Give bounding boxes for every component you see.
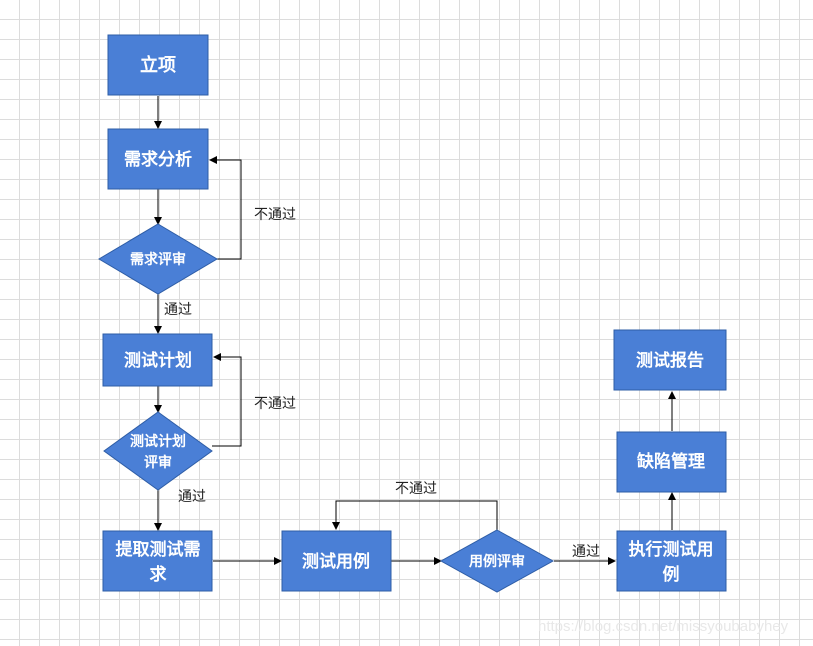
nodes xyxy=(98,34,727,593)
node-ceshi-jihua-pingshen xyxy=(103,411,213,491)
node-label-lixiang: 立项 xyxy=(140,54,176,76)
node-label-tiqu-xuqiu-line1: 提取测试需 xyxy=(116,539,201,560)
node-quexian-guanli xyxy=(616,431,727,493)
node-ceshi-jihua xyxy=(102,333,213,387)
node-yongli-pingshen xyxy=(439,529,555,593)
node-label-tiqu-xuqiu-line2: 求 xyxy=(150,564,167,585)
node-label-yongli-pingshen: 用例评审 xyxy=(469,553,525,570)
edge-label-reject-plan: 不通过 xyxy=(254,396,296,412)
node-ceshi-yongli xyxy=(281,530,392,592)
edge-label-reject-req: 不通过 xyxy=(254,207,296,223)
node-lixiang xyxy=(107,34,209,96)
node-label-ceshi-jihua-pingshen-line1: 测试计划 xyxy=(130,433,186,450)
node-xuqiu-fenxi xyxy=(107,128,209,190)
edge-label-reject-case: 不通过 xyxy=(395,481,437,497)
node-label-ceshi-baogao: 测试报告 xyxy=(636,350,704,371)
node-ceshi-baogao xyxy=(613,329,727,391)
node-tiqu-xuqiu xyxy=(102,530,213,592)
edge-xuqiu-pingshen-reject xyxy=(209,156,242,260)
node-labels: 立项 需求分析 需求评审 测试计划 测试计划 评审 提取测试需 求 测试用例 用… xyxy=(116,54,714,585)
node-label-ceshi-jihua: 测试计划 xyxy=(124,350,192,371)
edge-label-pass-case: 通过 xyxy=(572,544,600,560)
edge-label-pass-req: 通过 xyxy=(164,302,192,318)
node-zhixing-ceshi-yongli xyxy=(616,530,727,592)
node-label-zhixing-line1: 执行测试用 xyxy=(629,539,714,560)
node-label-ceshi-yongli: 测试用例 xyxy=(302,551,370,572)
edge-yongli-pingshen-reject xyxy=(332,500,498,530)
watermark: https://blog.csdn.net/missyoubabyhey xyxy=(538,618,789,635)
edge-labels: 不通过 通过 不通过 通过 不通过 通过 xyxy=(164,207,600,560)
node-label-xuqiu-pingshen: 需求评审 xyxy=(130,251,186,268)
edge-label-pass-plan: 通过 xyxy=(178,489,206,505)
node-label-zhixing-line2: 例 xyxy=(663,564,680,585)
node-xuqiu-pingshen xyxy=(98,223,218,295)
edges xyxy=(154,96,676,565)
edge-ceshi-jihua-pingshen-reject xyxy=(212,353,242,447)
node-label-quexian-guanli: 缺陷管理 xyxy=(637,451,705,472)
node-label-xuqiu-fenxi: 需求分析 xyxy=(124,149,192,170)
node-label-ceshi-jihua-pingshen-line2: 评审 xyxy=(144,454,172,471)
